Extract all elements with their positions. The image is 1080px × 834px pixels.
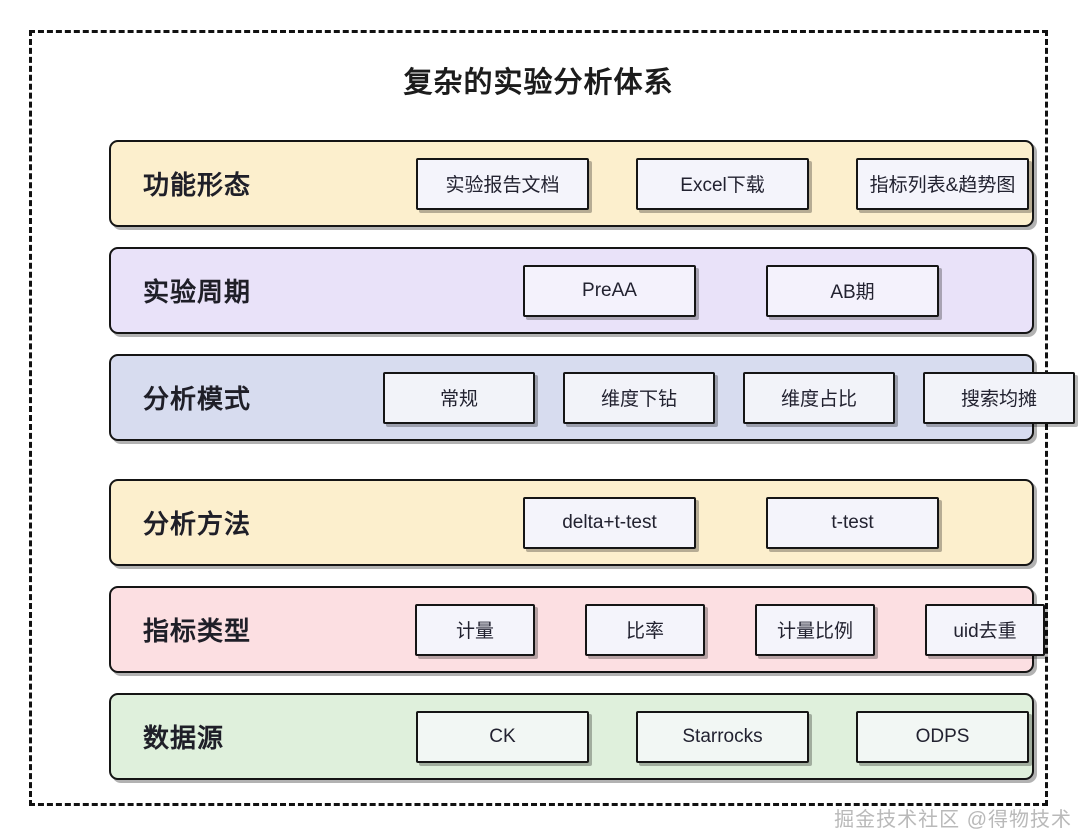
row-items: 计量 比率 计量比例 uid去重	[383, 588, 1053, 671]
row-label: 实验周期	[143, 277, 252, 307]
row-label: 数据源	[143, 723, 225, 753]
row-label: 指标类型	[143, 616, 252, 646]
row-items: 常规 维度下钻 维度占比 搜索均摊	[383, 356, 1080, 439]
diagram-row-metric-type: 指标类型 计量 比率 计量比例 uid去重	[109, 586, 1045, 673]
row-label: 分析方法	[143, 509, 252, 539]
chip-item[interactable]: 维度下钻	[563, 371, 715, 424]
chip-item[interactable]: ODPS	[856, 710, 1029, 763]
row-items: delta+t-test t-test	[383, 481, 1032, 564]
diagram-row-function-form: 功能形态 实验报告文档 Excel下载 指标列表&趋势图	[109, 140, 1034, 227]
chip-item[interactable]: Starrocks	[636, 710, 809, 763]
chip-item[interactable]: Excel下载	[636, 157, 809, 210]
diagram-row-analysis-mode: 分析模式 常规 维度下钻 维度占比 搜索均摊	[109, 354, 1075, 441]
diagram-row-data-source: 数据源 CK Starrocks ODPS	[109, 693, 1034, 780]
diagram-rows: 功能形态 实验报告文档 Excel下载 指标列表&趋势图 实验周期 PreAA …	[109, 140, 1075, 800]
row-items: CK Starrocks ODPS	[383, 695, 1037, 778]
diagram-frame: 复杂的实验分析体系 功能形态 实验报告文档 Excel下载 指标列表&趋势图 实…	[29, 30, 1075, 806]
watermark: 掘金技术社区 @得物技术	[834, 809, 1072, 831]
row-label: 分析模式	[143, 384, 252, 414]
page-title: 复杂的实验分析体系	[403, 67, 674, 99]
chip-item[interactable]: 搜索均摊	[923, 371, 1075, 424]
chip-item[interactable]: 计量比例	[755, 603, 875, 656]
row-label: 功能形态	[143, 170, 252, 200]
chip-item[interactable]: 维度占比	[743, 371, 895, 424]
chip-item[interactable]: 常规	[383, 371, 535, 424]
diagram-row-experiment-cycle: 实验周期 PreAA AB期	[109, 247, 1034, 334]
chip-item[interactable]: 计量	[415, 603, 535, 656]
row-items: PreAA AB期	[383, 249, 1032, 332]
chip-item[interactable]: 指标列表&趋势图	[856, 157, 1029, 210]
chip-item[interactable]: uid去重	[925, 603, 1045, 656]
chip-item[interactable]: delta+t-test	[523, 496, 696, 549]
chip-item[interactable]: t-test	[766, 496, 939, 549]
row-items: 实验报告文档 Excel下载 指标列表&趋势图	[383, 142, 1037, 225]
chip-item[interactable]: 比率	[585, 603, 705, 656]
chip-item[interactable]: CK	[416, 710, 589, 763]
chip-item[interactable]: PreAA	[523, 264, 696, 317]
chip-item[interactable]: AB期	[766, 264, 939, 317]
chip-item[interactable]: 实验报告文档	[416, 157, 589, 210]
diagram-row-analysis-method: 分析方法 delta+t-test t-test	[109, 479, 1034, 566]
